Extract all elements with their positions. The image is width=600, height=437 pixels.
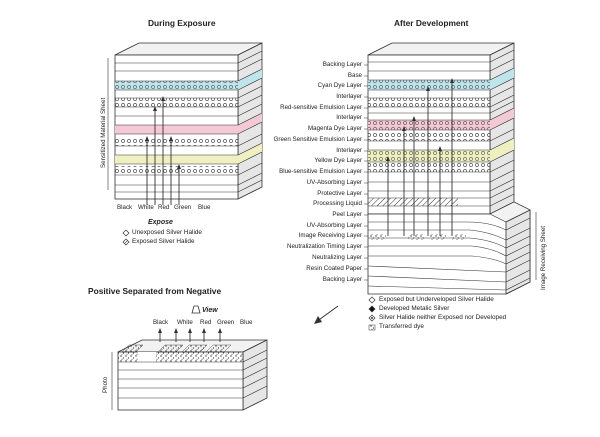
layer-label: UV-Absorbing Layer: [306, 179, 362, 186]
positive-color-blue: Blue: [240, 319, 253, 326]
during-color-green: Green: [174, 204, 192, 211]
positive-color-white: White: [177, 319, 193, 326]
after-development-title: After Development: [394, 18, 469, 28]
during-color-red: Red: [158, 204, 170, 211]
during-color-blue: Blue: [198, 204, 211, 211]
expose-label: Expose: [148, 219, 173, 226]
layer-label: Neutralization Timing Layer: [287, 243, 362, 250]
layer-label: Neutralizing Layer: [312, 254, 362, 261]
layer-label: Magenta Dye Layer: [308, 125, 362, 132]
during-exposure-title: During Exposure: [148, 18, 216, 28]
layer-label: Resin Coated Paper: [306, 265, 362, 272]
layer-label: Processing Liquid: [313, 200, 362, 207]
photo-label: Photo: [102, 376, 109, 393]
positive-color-green: Green: [217, 319, 235, 326]
layer-label: Backing Layer: [322, 276, 362, 283]
view-label: View: [202, 307, 218, 314]
legend-underveloped: Exposed but Underveloped Silver Halide: [379, 296, 494, 303]
during-color-white: White: [138, 204, 154, 211]
legend-symbols: [122, 229, 376, 331]
layer-label: Green Sensitive Emulsion Layer: [273, 136, 362, 143]
flow-arrow: [314, 305, 339, 324]
positive-color-red: Red: [200, 319, 212, 326]
legend-unexposed: Unexposed Silver Halide: [132, 229, 202, 236]
legend-neither: Silver Halide neither Exposed nor Develo…: [379, 314, 507, 321]
positive-color-black: Black: [153, 319, 169, 326]
layer-label: Peel Layer: [332, 211, 362, 218]
legend-exposed: Exposed Silver Halide: [132, 238, 195, 245]
layer-label: Cyan Dye Layer: [317, 82, 362, 89]
positive-photo-block: [111, 305, 268, 411]
legend-developed: Developed Metalic Silver: [379, 305, 450, 312]
layer-label: Protective Layer: [317, 190, 362, 197]
layer-label: Image Receiving Layer: [298, 232, 362, 239]
layer-label: Base: [347, 72, 362, 79]
sensitized-sheet-label: Sensitized Material Sheet: [100, 97, 107, 168]
during-color-black: Black: [117, 204, 133, 211]
legend-transferred: Transferred dye: [379, 323, 424, 330]
after-development-block: [364, 42, 537, 295]
layer-label: UV-Absorbing Layer: [306, 222, 362, 229]
layer-label: Interlayer: [336, 114, 362, 121]
layer-label: Interlayer: [336, 147, 362, 154]
layer-label: Blue-sensitive Emulsion Layer: [279, 168, 362, 175]
layer-label: Red-sensitive Emulsion Layer: [280, 104, 362, 111]
during-exposure-block: [107, 42, 263, 205]
positive-separated-title: Positive Separated from Negative: [88, 286, 222, 296]
layer-label: Yellow Dye Layer: [314, 157, 362, 164]
image-receiving-sheet-label: Image Receiving Sheet: [540, 226, 547, 290]
layer-label: Backing Layer: [322, 61, 362, 68]
layer-label: Interlayer: [336, 93, 362, 100]
